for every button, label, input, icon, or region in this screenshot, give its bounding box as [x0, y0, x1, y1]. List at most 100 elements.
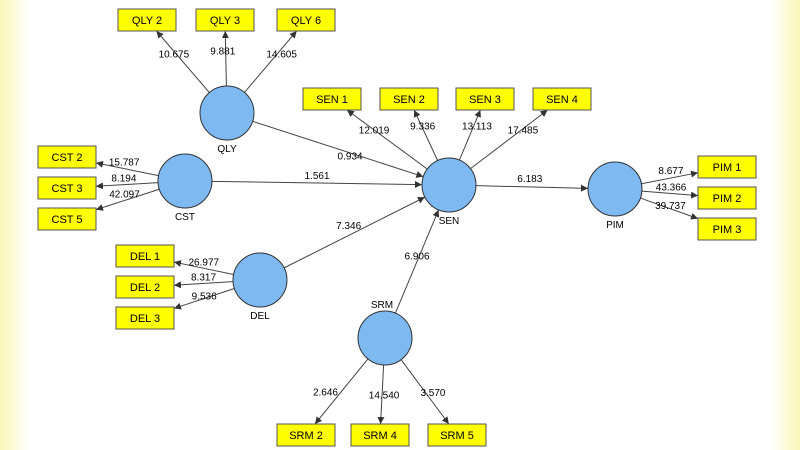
path-arrow: [252, 120, 424, 178]
indicator-label: DEL 1: [130, 251, 160, 263]
path-coefficient-label: 10.675: [159, 50, 190, 61]
path-arrow: [458, 109, 481, 161]
path-coefficient-label: 6.183: [517, 174, 542, 185]
path-del-del1: 26.977: [173, 257, 234, 275]
construct-del[interactable]: DEL: [232, 252, 288, 322]
path-arrow: [173, 281, 234, 289]
indicator-box: [379, 87, 439, 111]
path-srm-sen: 6.906: [394, 209, 440, 314]
construct-circle: [199, 85, 255, 141]
path-arrow: [640, 197, 699, 220]
construct-srm[interactable]: SRM: [357, 300, 413, 366]
indicator-srm2[interactable]: SRM 2: [276, 423, 336, 447]
indicator-cst3[interactable]: CST 3: [37, 176, 97, 200]
construct-circle: [357, 310, 413, 366]
indicator-box: [117, 8, 177, 32]
path-coefficient-label: 0.934: [338, 152, 363, 163]
path-coefficient-label: 8.194: [111, 174, 136, 185]
path-coefficient-label: 15.787: [109, 158, 140, 169]
indicator-sen1[interactable]: SEN 1: [302, 87, 362, 111]
path-coefficient-label: 43.366: [656, 183, 687, 194]
construct-qly[interactable]: QLY: [199, 85, 255, 155]
path-coefficient-label: 7.346: [336, 221, 361, 232]
path-sen-sen4: 17.485: [470, 109, 548, 170]
path-pim-pim1: 8.677: [641, 166, 699, 185]
path-del-del2: 8.317: [173, 272, 234, 289]
path-cst-cst5: 42.097: [95, 188, 160, 211]
indicator-sen2[interactable]: SEN 2: [379, 87, 439, 111]
indicator-box: [115, 275, 175, 299]
indicator-pim1[interactable]: PIM 1: [697, 155, 757, 179]
indicator-qly6[interactable]: QLY 6: [276, 8, 336, 32]
path-sen-sen1: 12.019: [346, 109, 428, 170]
indicator-label: SRM 5: [440, 430, 474, 442]
path-qly-sen: 0.934: [252, 120, 424, 178]
construct-sen[interactable]: SEN: [421, 157, 477, 227]
indicator-del2[interactable]: DEL 2: [115, 275, 175, 299]
path-cst-sen: 1.561: [211, 171, 423, 188]
indicator-box: [455, 87, 515, 111]
path-arrow: [95, 182, 159, 190]
indicator-box: [195, 8, 255, 32]
indicator-box: [115, 244, 175, 268]
indicator-sen3[interactable]: SEN 3: [455, 87, 515, 111]
indicator-box: [532, 87, 592, 111]
indicator-label: SEN 1: [316, 94, 348, 106]
path-arrow: [244, 30, 298, 93]
path-arrow: [470, 109, 548, 170]
indicator-del1[interactable]: DEL 1: [115, 244, 175, 268]
indicator-box: [697, 155, 757, 179]
indicator-qly3[interactable]: QLY 3: [195, 8, 255, 32]
indicator-pim2[interactable]: PIM 2: [697, 186, 757, 210]
construct-pim[interactable]: PIM: [587, 161, 643, 231]
path-qly-qly3: 9.881: [210, 30, 236, 87]
construct-label: SRM: [371, 300, 393, 311]
indicator-srm5[interactable]: SRM 5: [427, 423, 487, 447]
path-arrow: [641, 190, 699, 199]
path-arrow: [475, 184, 589, 192]
path-arrow: [641, 170, 699, 185]
indicator-qly2[interactable]: QLY 2: [117, 8, 177, 32]
indicator-del3[interactable]: DEL 3: [115, 306, 175, 330]
path-coefficient-label: 9.536: [192, 291, 217, 302]
construct-label: PIM: [606, 220, 624, 231]
indicator-box: [697, 217, 757, 241]
path-arrow: [95, 188, 160, 211]
indicator-label: PIM 2: [713, 193, 742, 205]
indicator-box: [276, 423, 336, 447]
path-arrow: [173, 287, 235, 310]
path-sen-sen2: 9.336: [410, 109, 439, 161]
path-coefficient-label: 9.881: [210, 46, 235, 57]
path-arrow: [413, 109, 439, 161]
path-arrow: [221, 30, 229, 87]
indicator-label: SEN 2: [393, 94, 425, 106]
indicator-pim3[interactable]: PIM 3: [697, 217, 757, 241]
path-coefficient-label: 9.336: [410, 122, 435, 133]
indicator-label: CST 2: [52, 152, 83, 164]
construct-circle: [421, 157, 477, 213]
indicator-sen4[interactable]: SEN 4: [532, 87, 592, 111]
path-srm-srm4: 14.540: [369, 364, 400, 425]
path-arrow: [314, 358, 369, 425]
right-edge-glow: [770, 0, 800, 450]
indicator-box: [115, 306, 175, 330]
construct-cst[interactable]: CST: [157, 153, 213, 223]
indicator-label: SEN 4: [546, 94, 578, 106]
indicator-cst5[interactable]: CST 5: [37, 207, 97, 231]
indicator-label: SRM 2: [289, 430, 323, 442]
path-coefficient-label: 12.019: [359, 126, 390, 137]
path-arrow: [346, 109, 428, 170]
path-coefficient-label: 1.561: [304, 171, 329, 182]
indicator-box: [427, 423, 487, 447]
indicator-label: SRM 4: [363, 430, 397, 442]
indicator-label: PIM 1: [713, 162, 742, 174]
path-srm-srm2: 2.646: [313, 358, 369, 425]
path-sen-sen3: 13.113: [458, 109, 492, 161]
left-edge-glow: [0, 0, 30, 450]
indicator-label: DEL 2: [130, 282, 160, 294]
indicator-cst2[interactable]: CST 2: [37, 145, 97, 169]
path-sen-pim: 6.183: [475, 174, 589, 192]
indicator-srm4[interactable]: SRM 4: [350, 423, 410, 447]
